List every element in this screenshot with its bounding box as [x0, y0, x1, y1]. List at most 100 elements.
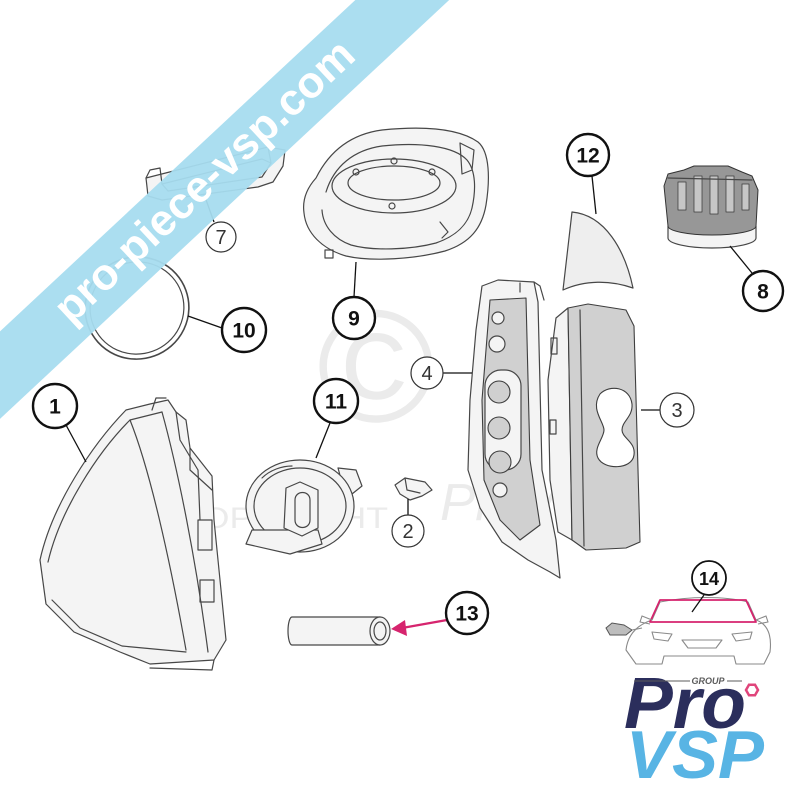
leader-lines	[65, 175, 753, 636]
callout-8-circle	[741, 269, 785, 313]
leader-11	[315, 422, 331, 459]
part-9-inner-rim	[321, 143, 476, 250]
car-mirror-right	[755, 615, 769, 625]
part-1-mount-2	[199, 579, 215, 603]
callout-10-number: 10	[232, 320, 255, 343]
part-1-top-tab	[151, 397, 167, 411]
part-9-hole	[388, 202, 396, 210]
car-grille	[681, 639, 723, 649]
car-windshield-highlight	[649, 599, 757, 623]
part-8-top-edge	[667, 177, 753, 181]
callout-3-circle	[659, 392, 695, 428]
part-13-end	[369, 616, 391, 646]
logo-group-text: GROUP	[691, 676, 725, 686]
callout-7: 7	[205, 221, 237, 253]
part-9-hole	[352, 168, 360, 176]
callout-7-circle	[205, 221, 237, 253]
part-1-housing-detail-2	[189, 447, 213, 491]
callout-8: 8	[741, 269, 785, 313]
highlight-arrow-head	[391, 620, 407, 636]
part-9-tab	[324, 249, 334, 259]
callout-1: 1	[31, 382, 79, 430]
part-11-rim-detail	[261, 465, 293, 479]
part-9-dish-inner	[347, 165, 441, 201]
callout-4-number: 4	[421, 363, 432, 385]
part-9-notch	[439, 221, 449, 239]
part-1-lens-rim	[129, 419, 187, 651]
callout-4: 4	[410, 356, 444, 390]
callout-2-number: 2	[402, 521, 413, 543]
part-1-mount	[197, 519, 213, 551]
car-headlight-right	[731, 631, 753, 642]
part-9-clip	[459, 142, 475, 175]
callout-14: 14	[691, 560, 727, 596]
callout-9: 9	[331, 295, 377, 341]
leader-10	[187, 315, 223, 329]
leader-9	[353, 261, 357, 298]
callout-2: 2	[391, 514, 425, 548]
callout-13: 13	[444, 590, 490, 636]
part-4-drawing	[467, 279, 561, 579]
logo-accent-hexagon	[744, 683, 760, 697]
part-8-rib	[709, 175, 719, 215]
part-1-housing-detail	[175, 411, 201, 521]
part-2-fold	[404, 477, 421, 494]
part-3-boss	[550, 337, 558, 355]
callout-8-number: 8	[757, 281, 769, 304]
callout-12-number: 12	[576, 145, 599, 168]
leader-12	[591, 175, 597, 215]
part-9-hole	[428, 168, 436, 176]
part-12-outline	[562, 211, 634, 291]
highlight-arrow-line	[401, 618, 448, 630]
part-2-drawing	[394, 477, 433, 501]
part-4-opening	[491, 311, 505, 325]
logo-vsp-text: VSP	[626, 717, 765, 793]
part-14-drawing	[605, 596, 772, 665]
callout-12: 12	[565, 132, 611, 178]
part-8-rib	[725, 175, 735, 213]
callout-13-number: 13	[455, 603, 478, 626]
part-1-bottom-tab	[149, 659, 215, 671]
callout-14-circle	[691, 560, 727, 596]
part-4-opening	[492, 482, 508, 498]
callout-11-number: 11	[325, 391, 348, 414]
part-11-drawing	[245, 459, 363, 555]
provsp-logo: Pro VSP GROUP	[623, 663, 767, 795]
part-3-reflector	[595, 387, 635, 468]
car-headlight-left	[651, 631, 673, 642]
part-3-drawing	[547, 303, 641, 551]
part-9-drawing	[302, 127, 489, 260]
callout-11: 11	[312, 377, 360, 425]
part-1-housing-rim	[161, 411, 209, 653]
part-12-drawing	[562, 211, 634, 291]
callout-9-circle	[331, 295, 377, 341]
part-9-hole	[390, 157, 398, 165]
callout-10-circle	[220, 306, 268, 354]
part-7-end	[145, 167, 163, 185]
part-8-rib	[677, 181, 687, 211]
callout-2-circle	[391, 514, 425, 548]
part-4-opening	[487, 416, 511, 440]
part-2-outline	[394, 477, 433, 501]
callout-13-circle	[444, 590, 490, 636]
callout-3-number: 3	[671, 400, 682, 422]
part-13-drawing	[287, 616, 391, 646]
part-8-rib	[741, 183, 750, 211]
part-13-tube	[287, 616, 381, 646]
logo-pro-text: Pro	[624, 664, 746, 744]
callout-7-number: 7	[215, 227, 226, 249]
part-3-boss	[549, 419, 557, 435]
part-4-top-edge	[533, 281, 545, 301]
part-11-slot	[294, 491, 311, 529]
part-3-lens-edge	[579, 309, 585, 547]
leader-14	[691, 594, 705, 613]
callout-3: 3	[659, 392, 695, 428]
callout-1-circle	[31, 382, 79, 430]
part-4-opening	[488, 335, 506, 353]
part-8-drawing	[663, 165, 759, 249]
callout-4-circle	[410, 356, 444, 390]
part-13-bore	[373, 621, 387, 641]
part-1-drawing	[39, 397, 227, 671]
callout-9-number: 9	[348, 308, 360, 331]
